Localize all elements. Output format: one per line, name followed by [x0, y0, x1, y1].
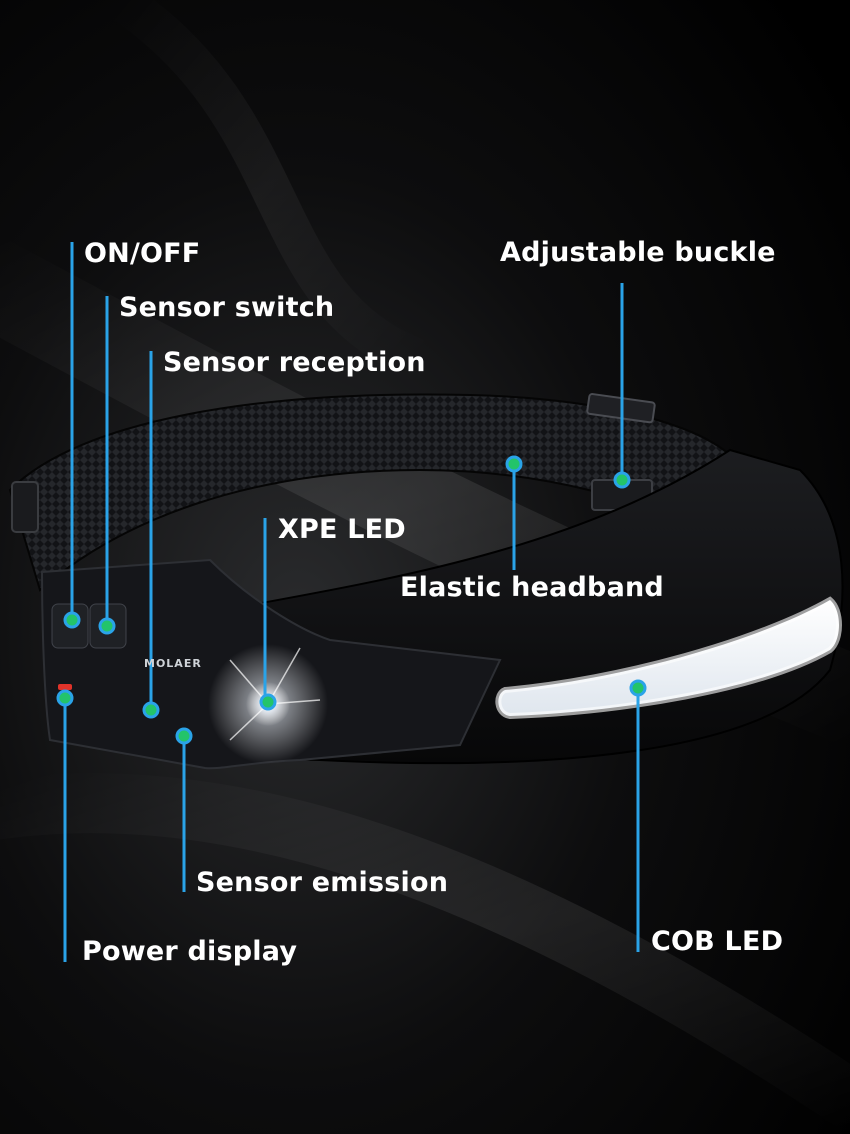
label-sensor-switch: Sensor switch: [119, 292, 335, 323]
label-power-display: Power display: [82, 936, 298, 967]
brand-logo: MOLAER: [144, 657, 202, 670]
label-cob-led: COB LED: [651, 926, 784, 957]
callout-lines: [63, 242, 640, 962]
label-on-off: ON/OFF: [84, 238, 201, 269]
label-sensor-reception: Sensor reception: [163, 347, 426, 378]
buckle-graphic: [586, 393, 656, 511]
callout-dots: [56, 455, 647, 745]
label-sensor-emission: Sensor emission: [196, 867, 449, 898]
label-xpe-led: XPE LED: [278, 514, 406, 545]
label-elastic-headband: Elastic headband: [400, 572, 664, 603]
label-adjustable-buckle: Adjustable buckle: [500, 237, 776, 268]
